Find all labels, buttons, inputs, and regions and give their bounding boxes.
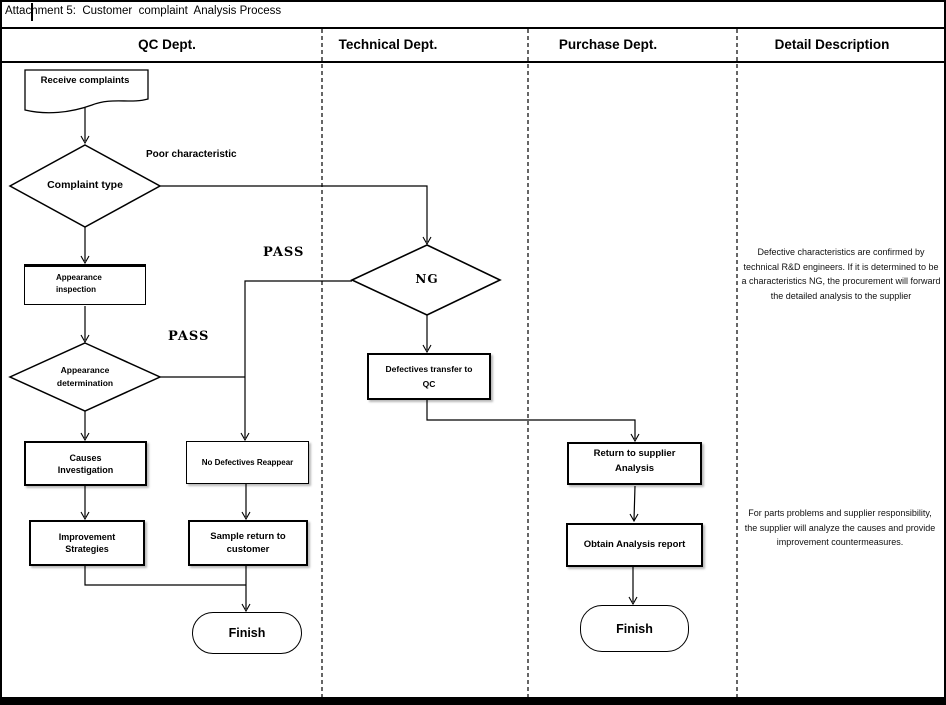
note-supplier-responsibility: For parts problems and supplier responsi… — [744, 508, 936, 548]
arrowhead — [80, 432, 90, 442]
node-no-defectives-reappear: No Defectives Reappear — [186, 441, 309, 484]
lane-header-technical: Technical Dept. — [338, 37, 438, 52]
header-bottom-rule — [0, 61, 946, 63]
connector-return-to-obtain — [633, 485, 636, 521]
edge-label-pass-determination: PASS — [168, 329, 210, 344]
arrowheads — [80, 135, 640, 613]
arrowhead — [80, 135, 90, 145]
lane-header-detail: Detail Description — [774, 37, 890, 52]
text-cursor — [31, 3, 33, 21]
node-ng: NG — [415, 272, 439, 286]
header-top-rule — [0, 27, 946, 29]
node-return-to-supplier: Return to supplier Analysis — [567, 442, 702, 485]
node-appearance-determination: Appearance determination — [56, 365, 114, 388]
diamond-appearance-determination — [8, 342, 162, 412]
connector-defectives-to-return — [426, 397, 636, 439]
lane-header-qc: QC Dept. — [138, 37, 196, 52]
diamond-ng — [350, 244, 502, 316]
diamond-complaint-type — [8, 144, 162, 228]
arrowhead — [628, 596, 638, 606]
node-obtain-analysis-report: Obtain Analysis report — [566, 523, 703, 567]
note-confirm-characteristics: Defective characteristics are confirmed … — [741, 247, 941, 301]
node-improvement-strategies: Improvement Strategies — [29, 520, 145, 566]
node-sample-return: Sample return to customer — [188, 520, 308, 566]
arrowhead — [80, 511, 90, 521]
arrowhead — [80, 334, 90, 344]
flow-connectors — [84, 107, 636, 609]
node-causes-investigation: Causes Investigation — [24, 441, 147, 486]
page-title[interactable]: Attachment 5: Customer complaint Analysi… — [5, 5, 282, 17]
connector-improvement-join — [84, 563, 246, 586]
node-finish-purchase: Finish — [580, 605, 689, 652]
document-shape-receive-complaints — [24, 69, 149, 114]
arrowhead — [80, 255, 90, 265]
node-finish-qc: Finish — [192, 612, 302, 654]
arrowhead — [422, 344, 432, 354]
arrowhead — [241, 603, 251, 613]
arrowhead — [629, 513, 639, 523]
arrowhead — [241, 511, 251, 521]
node-defectives-transfer: Defectives transfer to QC — [367, 353, 491, 400]
node-receive-complaints: Receive complaints — [40, 75, 130, 86]
edge-label-poor-characteristic: Poor characteristic — [146, 149, 237, 160]
arrowhead — [240, 432, 250, 442]
bottom-border-bar — [0, 697, 946, 704]
lane-header-purchase: Purchase Dept. — [558, 37, 658, 52]
arrowhead — [422, 236, 432, 246]
lane-dividers — [321, 29, 738, 697]
node-complaint-type: Complaint type — [47, 179, 123, 191]
arrowhead — [630, 433, 640, 443]
node-appearance-inspection: Appearance inspection — [24, 264, 146, 305]
connector-ng-pass-to-nodefectives — [244, 280, 352, 438]
edge-label-pass-ng: PASS — [263, 245, 305, 260]
connector-complaint-to-ng — [160, 185, 428, 242]
